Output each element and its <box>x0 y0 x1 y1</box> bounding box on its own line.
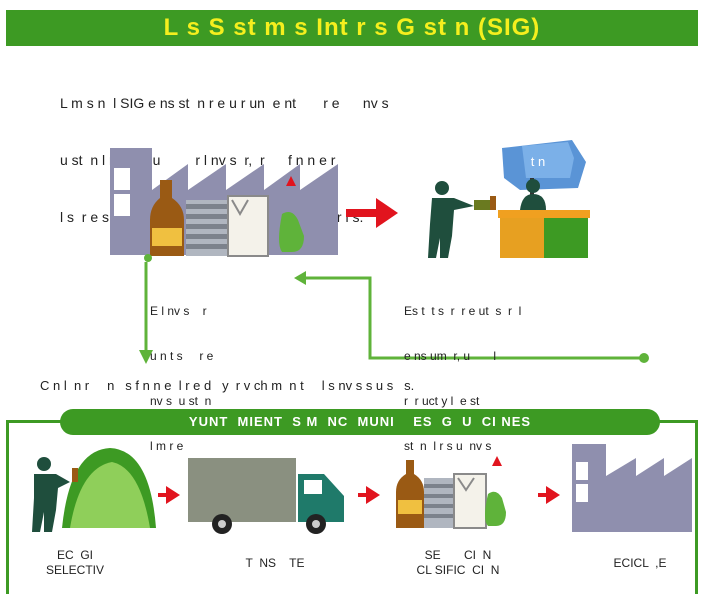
selective-collection-illustration <box>32 448 156 532</box>
step-label-classification: SE CI N CL SIFIC CI N <box>416 548 500 577</box>
step-label-selective-collection: EC GI SELECTIV <box>45 548 105 577</box>
shop-illustration <box>428 140 590 258</box>
recycling-factory-illustration <box>572 444 692 532</box>
truck-illustration <box>188 458 344 534</box>
flow-line-dot <box>639 353 649 363</box>
arrow-head-left <box>294 271 306 285</box>
step-label-transport: T NS TE <box>245 556 305 570</box>
arrow-head-down <box>139 350 153 364</box>
green-flow-lines <box>144 262 644 360</box>
consumer-label-line-3: r r uct y l e st <box>404 394 480 408</box>
sorting-illustration <box>396 456 506 529</box>
packaging-label-line-2: u n t s r e <box>150 349 214 363</box>
banner-text: YUNT MIENT S M NC MUNI ES G U CI NES <box>188 414 532 429</box>
consumer-label-line-2: e ns um r, u l <box>404 349 497 363</box>
step-label-recycling: ECICL ,E <box>613 556 667 570</box>
title-bar: L s S st m s Int r s G st n (SIG) <box>6 10 698 46</box>
consumer-label-line-4: st n l r s u nv s <box>404 439 492 453</box>
consumer-label-line-1: Es t t s r r e ut s r l <box>404 304 522 318</box>
municipal-banner: YUNT MIENT S M NC MUNI ES G U CI NES <box>60 409 660 435</box>
packaging-label: E l nv s r u n t s r e nv s u st n l m r… <box>150 274 300 469</box>
flow-arrow-to-shop <box>346 198 398 228</box>
bottom-note: C n l n r n s f n n e l r e d y r v ch m… <box>40 378 415 393</box>
intro-line-1: L m s n l SIG e ns st n r e u r un e nt … <box>60 95 389 111</box>
packaging-group <box>150 180 304 257</box>
packaging-label-line-4: l m r e <box>150 439 184 453</box>
packaging-label-line-1: E l nv s r <box>150 304 207 318</box>
store-sign-text: t n <box>530 154 546 169</box>
packaging-label-line-3: nv s u st n <box>150 394 212 408</box>
consumer-label: Es t t s r r e ut s r l e ns um r, u l r… <box>404 274 634 469</box>
page-title: L s S st m s Int r s G st n (SIG) <box>163 14 541 41</box>
